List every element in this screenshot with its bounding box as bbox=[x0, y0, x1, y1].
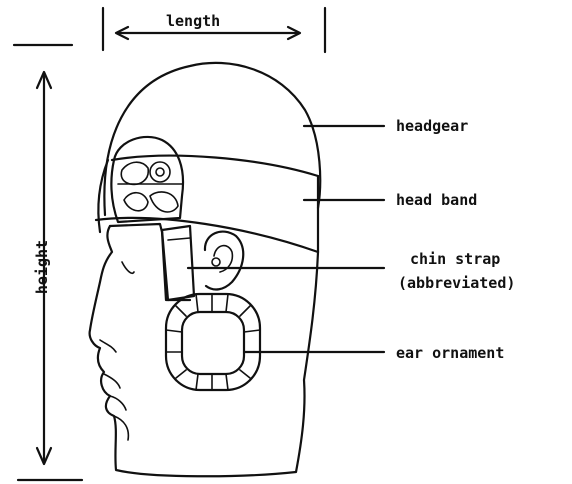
head-band-label: head band bbox=[396, 191, 477, 209]
chin-strap bbox=[162, 226, 194, 300]
ear-ornament bbox=[166, 294, 260, 390]
leader-lines bbox=[188, 126, 384, 352]
chin-strap-label: chin strap bbox=[410, 250, 500, 268]
ear bbox=[205, 232, 243, 290]
ear-ornament-label: ear ornament bbox=[396, 344, 504, 362]
headgear-label: headgear bbox=[396, 117, 468, 135]
height-label: height bbox=[33, 227, 51, 307]
length-label: length bbox=[166, 12, 220, 30]
face-profile bbox=[90, 224, 318, 476]
head-band bbox=[96, 156, 318, 252]
head-band-ornament bbox=[111, 137, 183, 222]
chin-strap-note-label: (abbreviated) bbox=[398, 274, 515, 292]
